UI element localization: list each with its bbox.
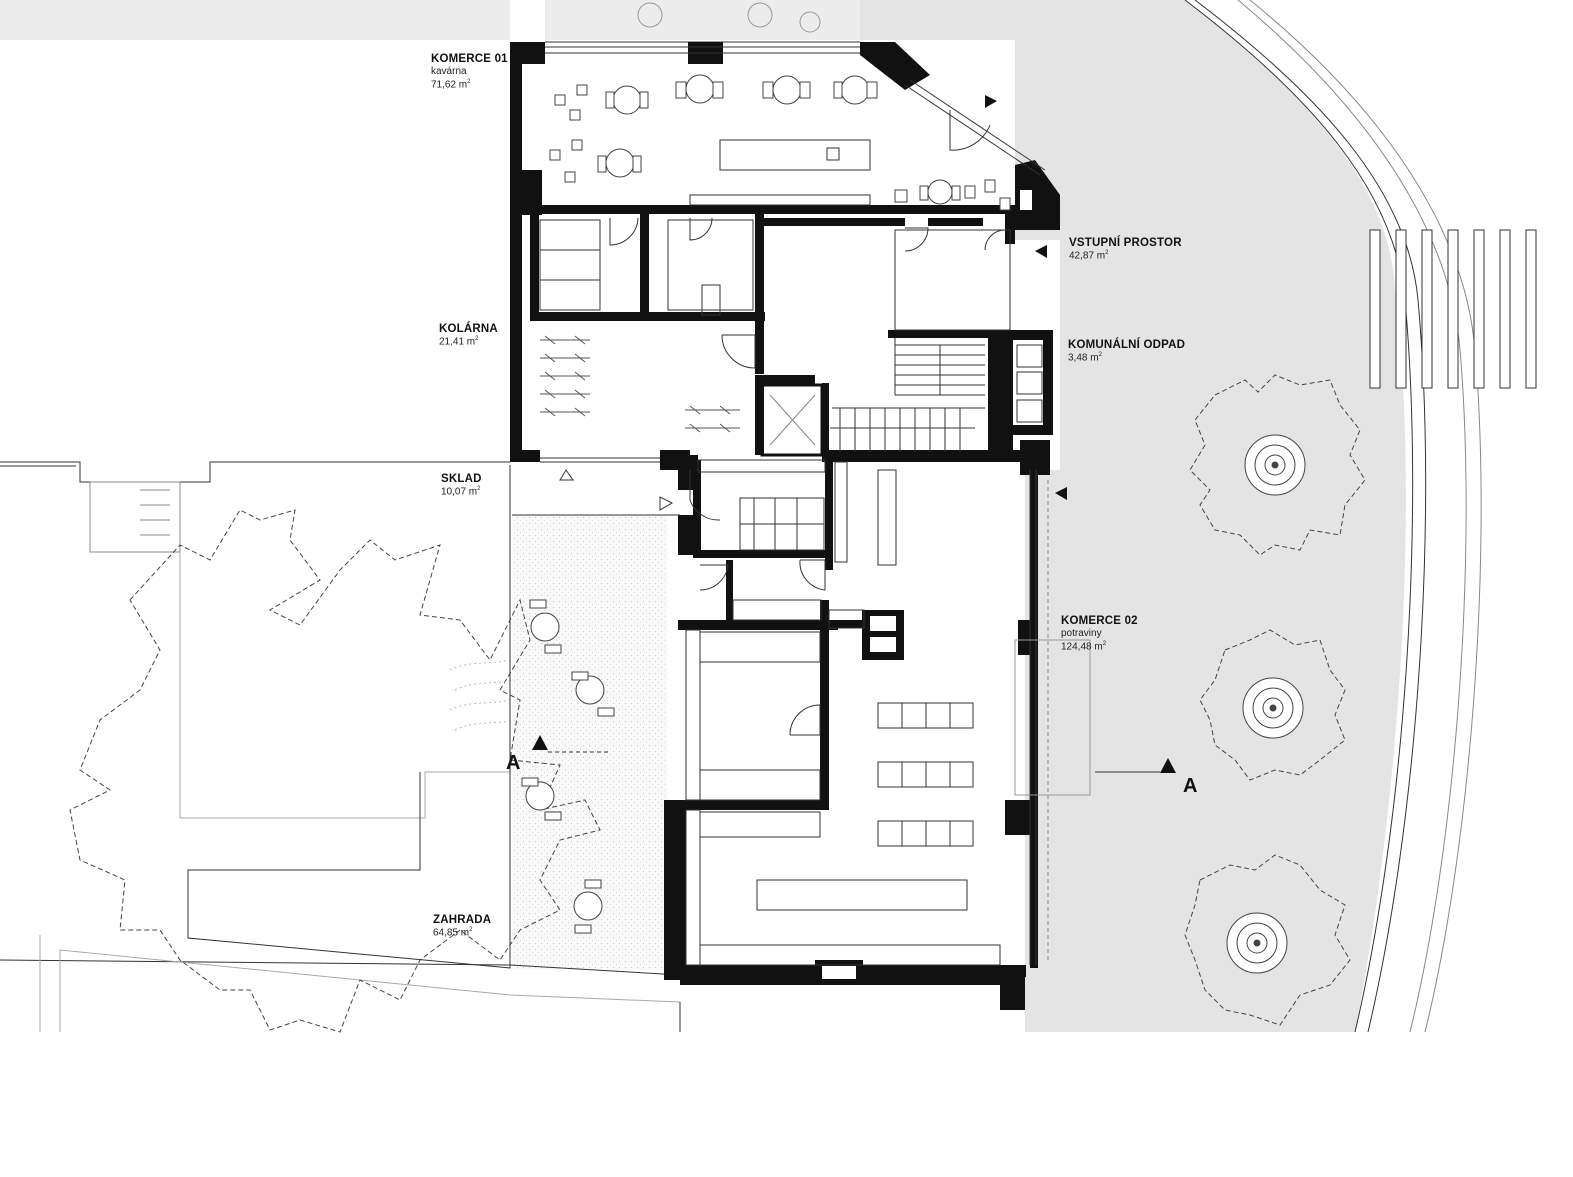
door-swings (609, 110, 1006, 736)
label-komerce-01: KOMERCE 01 kavárna 71,62 m2 (431, 52, 508, 92)
room-area: 10,07 m2 (441, 486, 481, 498)
room-area: 71,62 m2 (431, 78, 471, 91)
section-line-marks (532, 735, 1176, 773)
garden-furniture (521, 599, 615, 934)
room-name: ZAHRADA (433, 914, 492, 926)
label-vstupni-prostor: VSTUPNÍ PROSTOR 42,87 m2 (1069, 236, 1182, 263)
room-area: 3,48 m2 (1068, 352, 1102, 364)
room-name: VSTUPNÍ PROSTOR (1069, 237, 1182, 249)
street-tree-2 (1199, 629, 1346, 781)
room-name: SKLAD (441, 473, 482, 485)
room-area: 42,87 m2 (1069, 250, 1109, 262)
bike-racks (540, 335, 740, 433)
neighbour-building-outline (0, 461, 681, 1032)
room-name: KOMERCE 01 (431, 53, 508, 65)
building-walls (510, 42, 1060, 1010)
label-komerce-02: KOMERCE 02 potraviny 124,48 m2 (1061, 614, 1138, 654)
building-thin-lines (509, 46, 1091, 966)
street-tree-3 (1184, 854, 1351, 1026)
room-usage: potraviny (1061, 628, 1102, 640)
pedestrian-crossing (1369, 229, 1537, 389)
label-kolarna: KOLÁRNA 21,41 m2 (439, 322, 498, 349)
room-name: KOMUNÁLNÍ ODPAD (1068, 339, 1186, 351)
street-tree-1 (1189, 374, 1366, 556)
street-paving (0, 0, 1406, 1032)
label-zahrada: ZAHRADA 64,85 m2 (433, 913, 491, 940)
room-usage: kavárna (431, 66, 467, 78)
entrance-arrows (559, 95, 1067, 511)
room-area: 21,41 m2 (439, 336, 479, 348)
room-area: 124,48 m2 (1061, 640, 1107, 653)
section-mark-left: A (506, 752, 521, 774)
cafe-furniture (549, 74, 1011, 211)
label-sklad: SKLAD 10,07 m2 (441, 472, 482, 499)
room-name: KOMERCE 02 (1061, 615, 1138, 627)
garden-contours (449, 659, 516, 731)
room-name: KOLÁRNA (439, 323, 498, 335)
section-mark-right: A (1183, 775, 1198, 797)
garden-tree-canopy (69, 509, 601, 1033)
room-area: 64,85 m2 (433, 927, 473, 939)
label-komunalni-odpad: KOMUNÁLNÍ ODPAD 3,48 m2 (1068, 338, 1185, 365)
